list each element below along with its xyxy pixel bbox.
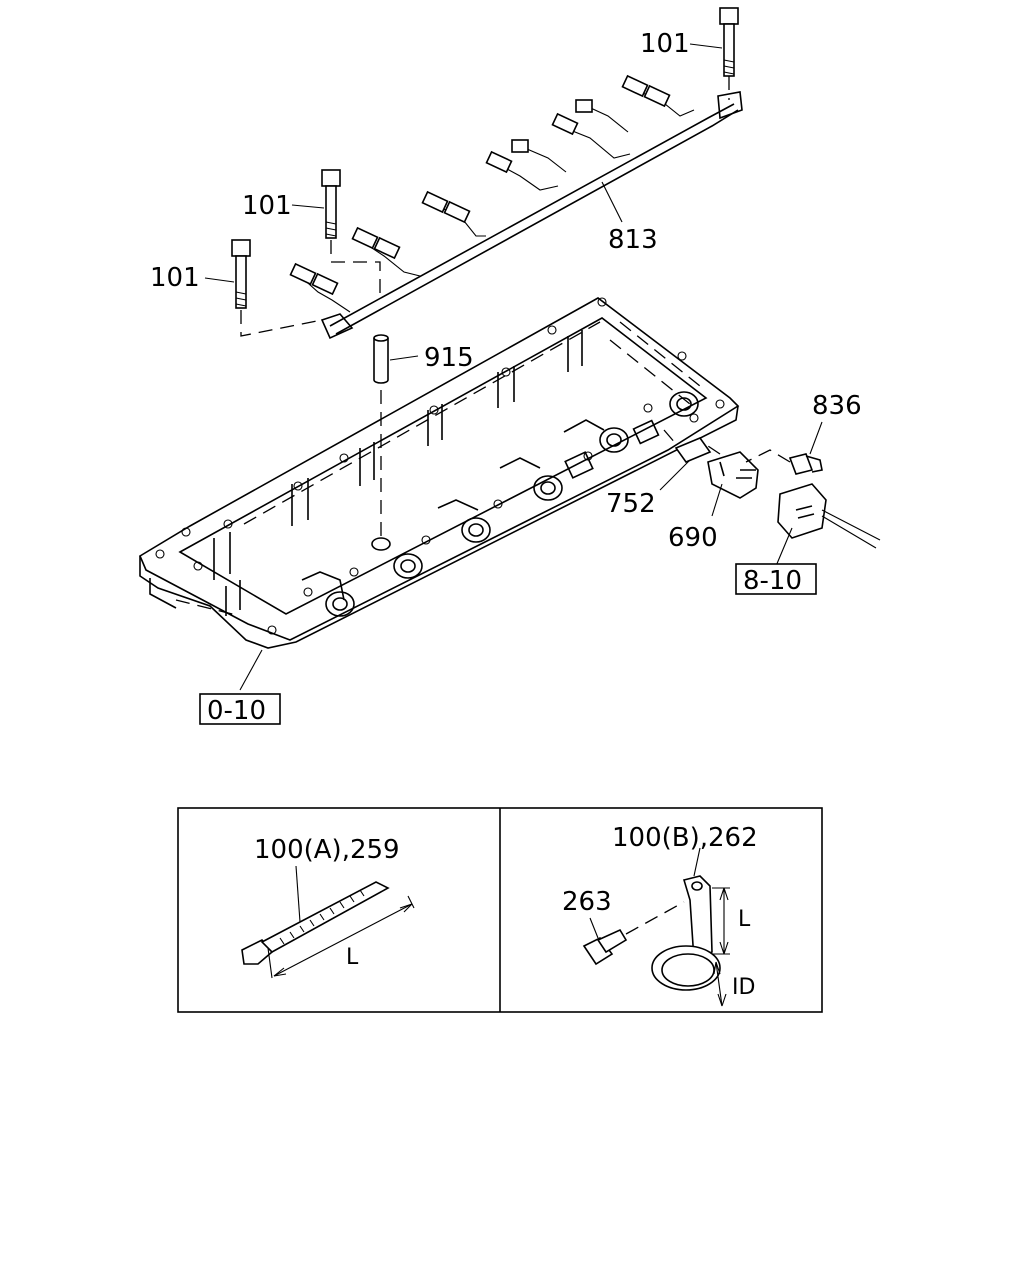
detail-b-title: 100(B),262 xyxy=(612,823,758,853)
callout-101-top-right: 101 xyxy=(640,29,690,59)
ref-label-8-10: 8-10 xyxy=(743,566,802,596)
detail-b-clip xyxy=(651,847,730,1007)
bolt-left xyxy=(231,239,323,337)
sensor xyxy=(701,441,759,499)
ref-box-8-10[interactable]: 8-10 xyxy=(735,563,817,596)
detail-b-dim-l: L xyxy=(738,907,751,932)
injector-connector xyxy=(621,74,671,108)
detail-a-cable-tie xyxy=(241,865,415,979)
connector xyxy=(777,483,881,549)
ref-box-0-10[interactable]: 0-10 xyxy=(199,693,281,726)
ref-label-0-10: 0-10 xyxy=(207,696,266,726)
bolt-top-right xyxy=(719,7,739,100)
detail-b-bolt xyxy=(582,901,685,966)
callout-690: 690 xyxy=(668,523,718,553)
detail-b-bolt-label: 263 xyxy=(562,887,612,917)
injector-connector xyxy=(551,99,593,136)
cover-housing xyxy=(138,297,740,649)
flange-holes xyxy=(155,297,725,635)
detail-b-dim-id: ID xyxy=(732,975,755,1000)
callout-915: 915 xyxy=(424,343,474,373)
detail-a-title: 100(A),259 xyxy=(254,835,400,865)
callout-101-mid: 101 xyxy=(242,191,292,221)
screw xyxy=(745,449,823,475)
injector-connector xyxy=(351,226,401,260)
callout-836: 836 xyxy=(812,391,862,421)
spacer xyxy=(373,334,389,536)
injector-connector xyxy=(289,262,339,296)
bolt-mid xyxy=(321,169,381,296)
gasket xyxy=(663,429,712,463)
leader-lines xyxy=(204,43,823,691)
injector-connector xyxy=(485,139,529,174)
callout-101-left: 101 xyxy=(150,263,200,293)
injector-connector xyxy=(421,190,471,224)
detail-a-dim-l: L xyxy=(346,945,359,970)
callout-752: 752 xyxy=(606,489,656,519)
wiring-harness xyxy=(289,74,743,340)
callout-813: 813 xyxy=(608,225,658,255)
